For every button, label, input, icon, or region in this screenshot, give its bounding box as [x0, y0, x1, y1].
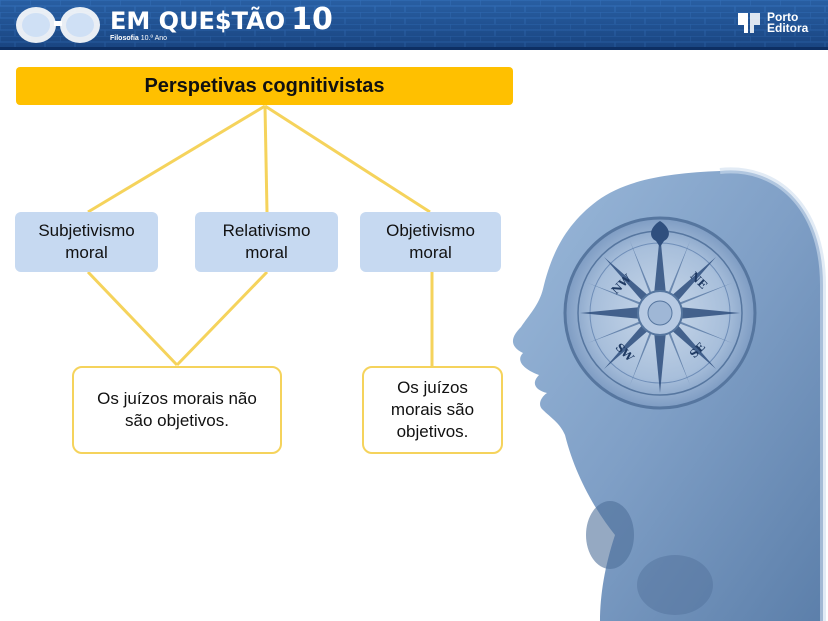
publisher-logo: Porto Editora — [736, 11, 808, 35]
result-text: Os juízos morais são objetivos. — [390, 378, 475, 441]
connector-title-objetivismo — [264, 104, 431, 214]
diagram-title: Perspetivas cognitivistas — [16, 67, 513, 105]
head-compass-illustration: NE SE NW SW — [512, 167, 826, 621]
shadow-spot — [637, 555, 713, 615]
node-relativismo-moral: Relativismo moral — [195, 212, 338, 272]
subject-label: Filosofia — [110, 35, 139, 42]
connector-subjetivismo-result — [86, 270, 179, 367]
node-label-line2: moral — [245, 243, 288, 262]
glasses-logo-icon — [16, 7, 100, 43]
series-title-number: 10 — [291, 2, 333, 37]
series-subtitle: Filosofia 10.º Ano — [110, 34, 167, 43]
grade-label: 10.º Ano — [140, 35, 168, 42]
node-label-line1: Subjetivismo — [38, 221, 135, 240]
compass-rose-icon: NE SE NW SW — [563, 216, 757, 410]
connector-title-subjetivismo — [87, 104, 266, 214]
series-title-stao: $TÃO — [214, 7, 286, 35]
node-label-line1: Objetivismo — [386, 221, 475, 240]
result-objetivos: Os juízos morais são objetivos. — [362, 366, 503, 454]
series-title-em: EM QUE — [110, 7, 215, 35]
connector-relativismo-result — [175, 270, 269, 367]
result-text: Os juízos morais não são objetivos. — [97, 389, 257, 430]
connector-title-relativismo — [263, 105, 269, 213]
node-label-line1: Relativismo — [222, 221, 311, 240]
node-objetivismo-moral: Objetivismo moral — [360, 212, 501, 272]
publisher-line2: Editora — [767, 21, 809, 35]
node-subjetivismo-moral: Subjetivismo moral — [15, 212, 158, 272]
shadow-spot — [586, 501, 634, 569]
publisher-line1: Porto — [767, 10, 799, 24]
publisher-mark-icon — [738, 13, 760, 33]
node-label-line2: moral — [409, 243, 452, 262]
brick-pattern — [0, 0, 828, 50]
result-nao-objetivos: Os juízos morais não são objetivos. — [72, 366, 282, 454]
node-label-line2: moral — [65, 243, 108, 262]
